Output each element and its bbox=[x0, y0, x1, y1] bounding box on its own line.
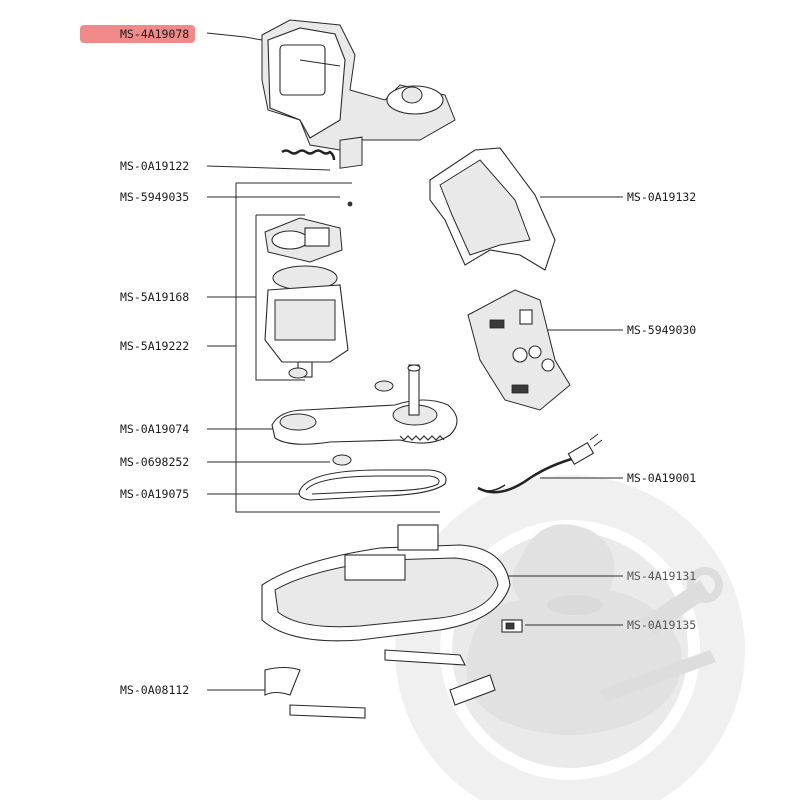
bearing-parts bbox=[288, 367, 394, 466]
belt-part bbox=[298, 469, 447, 501]
power-cord-part bbox=[477, 433, 603, 494]
leader-lines bbox=[206, 32, 623, 691]
label-ms-5a19168[interactable]: MS-5A19168 bbox=[120, 290, 190, 304]
feet-parts bbox=[264, 649, 496, 719]
base-switch-part bbox=[501, 619, 523, 633]
label-ms-0a19132[interactable]: MS-0A19132 bbox=[627, 190, 697, 204]
gear-plate-part bbox=[271, 364, 458, 445]
spring-part bbox=[281, 149, 336, 161]
switch-board-part bbox=[339, 136, 363, 207]
label-ms-5949035[interactable]: MS-5949035 bbox=[120, 190, 190, 204]
label-ms-0a19075[interactable]: MS-0A19075 bbox=[120, 487, 190, 501]
motor-top-part bbox=[264, 217, 343, 263]
label-ms-4a19078[interactable]: MS-4A19078 bbox=[80, 25, 196, 43]
label-ms-5a19222[interactable]: MS-5A19222 bbox=[120, 339, 190, 353]
base-part bbox=[261, 524, 511, 642]
motor-assembly-part bbox=[264, 265, 349, 378]
duck-with-wrench-logo bbox=[395, 475, 745, 800]
label-ms-0a19074[interactable]: MS-0A19074 bbox=[120, 422, 190, 436]
label-ms-0a19001[interactable]: MS-0A19001 bbox=[627, 471, 697, 485]
label-ms-5949030[interactable]: MS-5949030 bbox=[627, 323, 697, 337]
label-ms-0a19135[interactable]: MS-0A19135 bbox=[627, 618, 697, 632]
pcb-cover-part bbox=[429, 147, 556, 271]
label-ms-0a08112[interactable]: MS-0A08112 bbox=[120, 683, 190, 697]
label-ms-0698252[interactable]: MS-0698252 bbox=[120, 455, 190, 469]
pcb-part bbox=[467, 289, 571, 411]
label-ms-4a19131[interactable]: MS-4A19131 bbox=[627, 569, 697, 583]
label-ms-0a19122[interactable]: MS-0A19122 bbox=[120, 159, 190, 173]
motor-housing-part bbox=[261, 19, 456, 151]
